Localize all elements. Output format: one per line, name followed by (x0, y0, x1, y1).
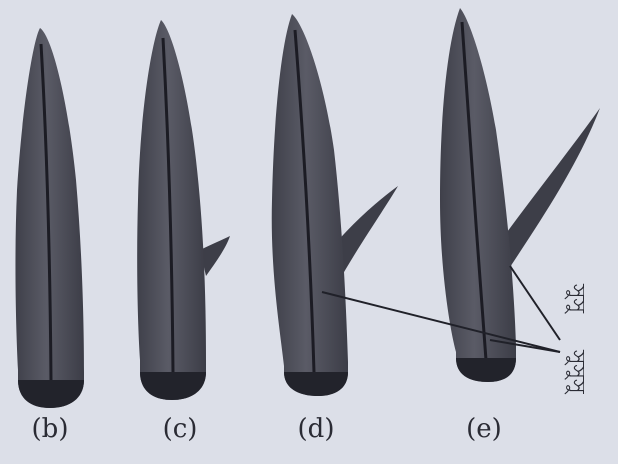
leader-line-e-upper (510, 266, 560, 340)
organ-e (440, 8, 600, 382)
organ-c-branch (200, 236, 230, 276)
panel-label-c: (c) (150, 414, 210, 444)
panel-label-d: (d) (286, 414, 346, 444)
leader-line-d (322, 292, 560, 352)
organ-b (15, 28, 84, 408)
organ-d-body (272, 14, 348, 396)
panel-label-e: (e) (454, 414, 514, 444)
organ-d (272, 14, 398, 396)
organ-d-cap (284, 372, 348, 396)
organ-e-body (440, 8, 516, 382)
organ-c (137, 20, 230, 400)
organ-e-cap (456, 358, 516, 382)
panel-label-b: (b) (20, 414, 80, 444)
organ-c-cap (140, 372, 206, 400)
callout-upper: সুসু (557, 284, 594, 313)
callout-lower: সুসুসু (557, 350, 594, 394)
organ-b-cap (18, 380, 84, 408)
